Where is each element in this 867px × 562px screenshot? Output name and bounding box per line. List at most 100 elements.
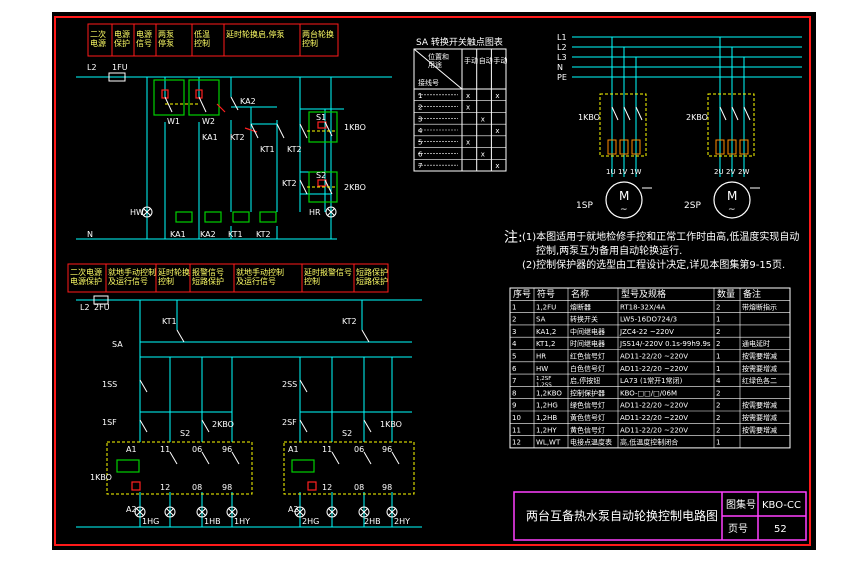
bom-cell: 2 [716, 414, 720, 422]
bottom-header-cell: 电源保护 [70, 276, 102, 286]
bom-cell: 1 [716, 439, 720, 447]
terminal-label: 2W [738, 168, 749, 176]
hy2-label: 2HY [394, 517, 410, 526]
bom-header: 型号及规格 [621, 288, 666, 300]
bom-cell: 白色信号灯 [570, 364, 605, 373]
bom-cell: 1,2SS [536, 383, 552, 389]
sf2-label: 2SF [282, 418, 297, 427]
switch-header-wire: 接线号 [418, 78, 439, 87]
term-2: 12 [160, 483, 170, 492]
notes-prefix: 注: [504, 230, 523, 246]
term-1: 11 [160, 445, 170, 454]
bom-cell: 12 [512, 439, 521, 447]
w2-label: W2 [202, 117, 215, 126]
term-5: 96 [222, 445, 232, 454]
top-header-cell: 控制 [194, 38, 210, 48]
bottom-header-cell: 就地手动控制 [108, 267, 156, 277]
notes-line-1: (1)本图适用于就地检修手控和正常工作时由高,低温度实现自动 [522, 230, 799, 243]
switch-cell: x [481, 150, 485, 158]
kt2-mid-label: KT2 [230, 133, 245, 142]
top-header-cell: 低温 [194, 29, 210, 39]
page-label: 页号 [728, 523, 748, 535]
switch-header-position: 用途 [428, 60, 442, 69]
motor-ac-label: ~ [728, 205, 736, 215]
bom-cell: 按需要增减 [742, 401, 777, 410]
top-header-cell: 保护 [114, 38, 130, 48]
drawing-title: 两台互备热水泵自动轮换控制电路图 [526, 508, 718, 523]
notes-line-3: (2)控制保护器的选型由工程设计决定,详见本图集第9-15页. [522, 258, 785, 271]
switch-row-id: 3 [418, 115, 422, 123]
bom-cell: 9 [512, 402, 516, 410]
terminal-label: 1U [606, 168, 616, 176]
bom-cell: SA [536, 316, 546, 324]
l2-label: L2 [87, 63, 97, 72]
hw-label: HW [130, 208, 144, 217]
switch-row-id: 2 [418, 104, 422, 112]
coil-ka2-label: KA2 [200, 230, 216, 239]
switch-cell: x [495, 127, 499, 135]
hy1-label: 1HY [234, 517, 250, 526]
drawing-canvas[interactable]: 二次电源电源保护电源信号两泵停泵低温控制延时轮换启,停泵两台轮换控制 [52, 12, 816, 550]
top-header-cell: 控制 [302, 38, 318, 48]
bus-label: L3 [557, 53, 567, 62]
kt2-b-label: KT2 [287, 145, 302, 154]
kbo2-label: 2KBO [344, 183, 366, 192]
term-4: 08 [192, 483, 202, 492]
switch-cell: x [495, 162, 499, 170]
bom-cell: HR [536, 353, 546, 361]
top-header-cell: 电源 [114, 29, 130, 39]
bottom-l2-label: L2 [80, 303, 90, 312]
bottom-header-cell: 短路保护 [356, 276, 388, 286]
ka1-contact-label: KA1 [202, 133, 218, 142]
terminal-label: 1W [630, 168, 641, 176]
bottom-header-cell: 控制 [158, 276, 174, 286]
switch-row-id: 5 [418, 139, 422, 147]
switch-header-col: 手动 [493, 56, 507, 65]
bom-cell: RT18-32X/4A [620, 303, 666, 311]
bom-cell: 中间继电器 [570, 327, 605, 336]
n-label: N [87, 230, 93, 239]
bom-cell: 2 [716, 389, 720, 397]
bom-cell: 1 [716, 353, 720, 361]
bom-cell: 2 [716, 328, 720, 336]
bottom-header-cell: 延时报警信号 [304, 267, 352, 277]
bottom-header-cell: 二次电源 [70, 267, 102, 277]
title-block: 两台互备热水泵自动轮换控制电路图 图集号 KBO-CC 页号 52 [513, 491, 807, 541]
bom-cell: 控制保护器 [570, 388, 605, 397]
top-header-cell: 电源 [136, 29, 152, 39]
pump-label: 1SP [576, 201, 593, 211]
switch-row-id: 1 [418, 92, 422, 100]
bom-cell: 黄色信号灯 [570, 425, 605, 434]
coil-kt2-label: KT2 [256, 230, 271, 239]
bom-header: 符号 [537, 288, 555, 300]
bottom-header-cell: 短路保护 [192, 276, 224, 286]
switch-cell: x [495, 92, 499, 100]
top-header-cell: 电源 [90, 38, 106, 48]
kbo1-box-label: 1KBO [90, 473, 112, 482]
atlas-value: KBO-CC [762, 500, 801, 511]
bom-cell: JZC4-22 ~220V [619, 328, 674, 336]
term-10: 08 [354, 483, 364, 492]
sf1-label: 1SF [102, 418, 117, 427]
bom-cell: 8 [512, 389, 516, 397]
motor-label: M [619, 189, 629, 203]
term-6: 98 [222, 483, 232, 492]
bom-header: 数量 [717, 288, 735, 300]
bom-cell: HW [536, 365, 548, 373]
sa-label: SA [112, 340, 123, 349]
term-12: 98 [382, 483, 392, 492]
a2-label: A2 [126, 505, 137, 514]
notes-line-2: 控制,两泵互为备用自动轮换运行. [536, 244, 682, 257]
bom-cell: 1,2HY [536, 426, 557, 434]
bom-header: 序号 [513, 288, 531, 300]
hg1-label: 1HG [142, 517, 159, 526]
bom-cell: KA1,2 [536, 328, 556, 336]
page-value: 52 [774, 524, 787, 535]
bom-cell: 1,2HG [536, 402, 558, 410]
bom-cell: 11 [512, 426, 521, 434]
switch-header-col: 自动 [479, 56, 493, 65]
switch-cell: x [466, 92, 470, 100]
bom-cell: 1,2HB [536, 414, 557, 422]
